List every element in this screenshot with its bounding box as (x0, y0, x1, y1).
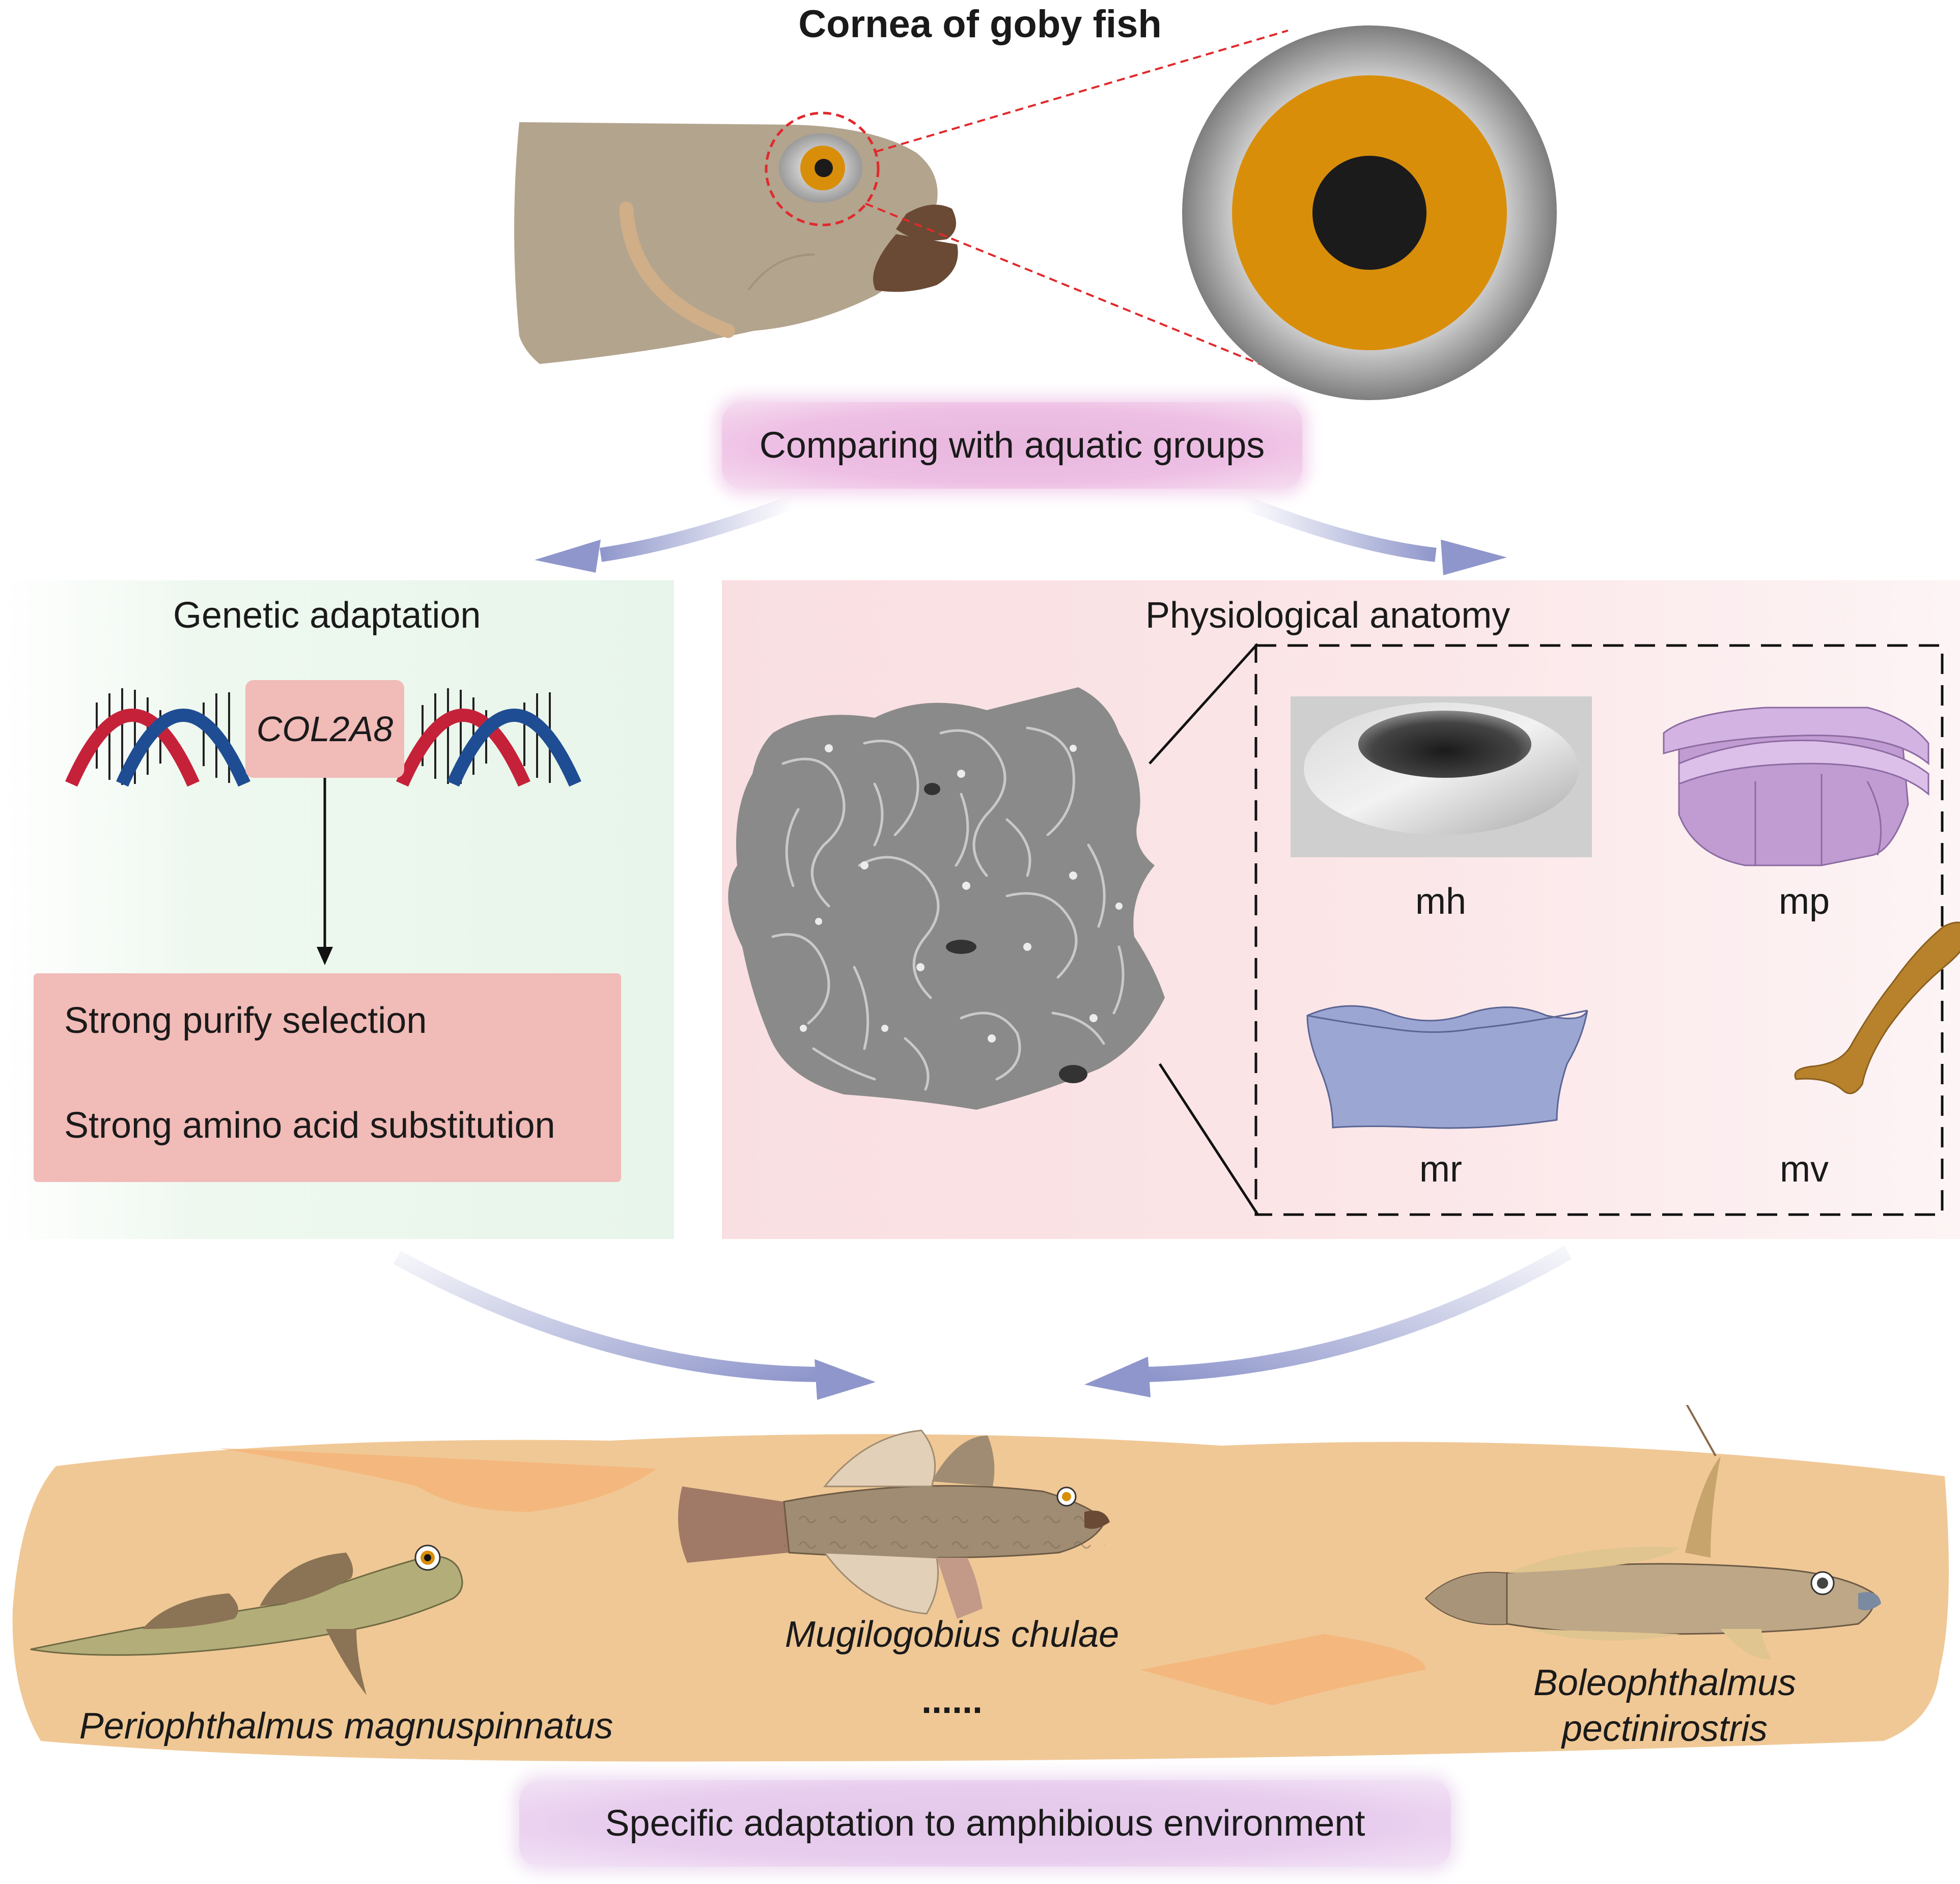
species-periophthalmus: Periophthalmus magnuspinnatus (79, 1706, 613, 1747)
boleophthalmus-illustration (1424, 1405, 1881, 1660)
label-mp: mp (1778, 881, 1830, 922)
split-arrows (535, 494, 1507, 575)
periophthalmus-illustration (30, 1544, 463, 1695)
result-amino-acid-substitution: Strong amino acid substitution (64, 1105, 555, 1146)
selection-results: Strong purify selection Strong amino aci… (34, 973, 621, 1182)
cornea-surface-sem (728, 687, 1165, 1110)
genetic-panel-title: Genetic adaptation (173, 595, 481, 636)
mv-structure (1794, 921, 1960, 1094)
cornea-closeup (1182, 25, 1557, 400)
diagram-title: Cornea of goby fish (798, 3, 1162, 46)
mr-structure (1306, 1005, 1588, 1129)
label-mr: mr (1419, 1149, 1462, 1190)
result-purify-selection: Strong purify selection (64, 1000, 427, 1041)
label-mv: mv (1780, 1149, 1829, 1190)
goby-head-illustration (514, 30, 1329, 393)
conclusion-label: Specific adaptation to amphibious enviro… (519, 1780, 1451, 1867)
species-mugilogobius: Mugilogobius chulae (785, 1614, 1119, 1655)
gene-label: COL2A8 (245, 680, 404, 778)
dna-helix (65, 688, 581, 965)
mugilogobius-illustration (678, 1429, 1110, 1619)
more-species-ellipsis: ...... (921, 1680, 983, 1721)
label-mh: mh (1415, 881, 1467, 922)
mp-structure (1663, 707, 1929, 866)
species-boleophthalmus-line2: pectinirostris (1561, 1708, 1768, 1749)
mh-structure (1291, 696, 1592, 857)
mudflat-habitat (12, 1405, 1949, 1762)
physiology-graphics (728, 643, 1960, 1216)
merge-arrows (393, 1245, 1572, 1400)
physiology-panel-title: Physiological anatomy (1145, 595, 1510, 636)
comparison-label: Comparing with aquatic groups (722, 402, 1302, 489)
species-boleophthalmus-line1: Boleophthalmus (1533, 1663, 1797, 1703)
